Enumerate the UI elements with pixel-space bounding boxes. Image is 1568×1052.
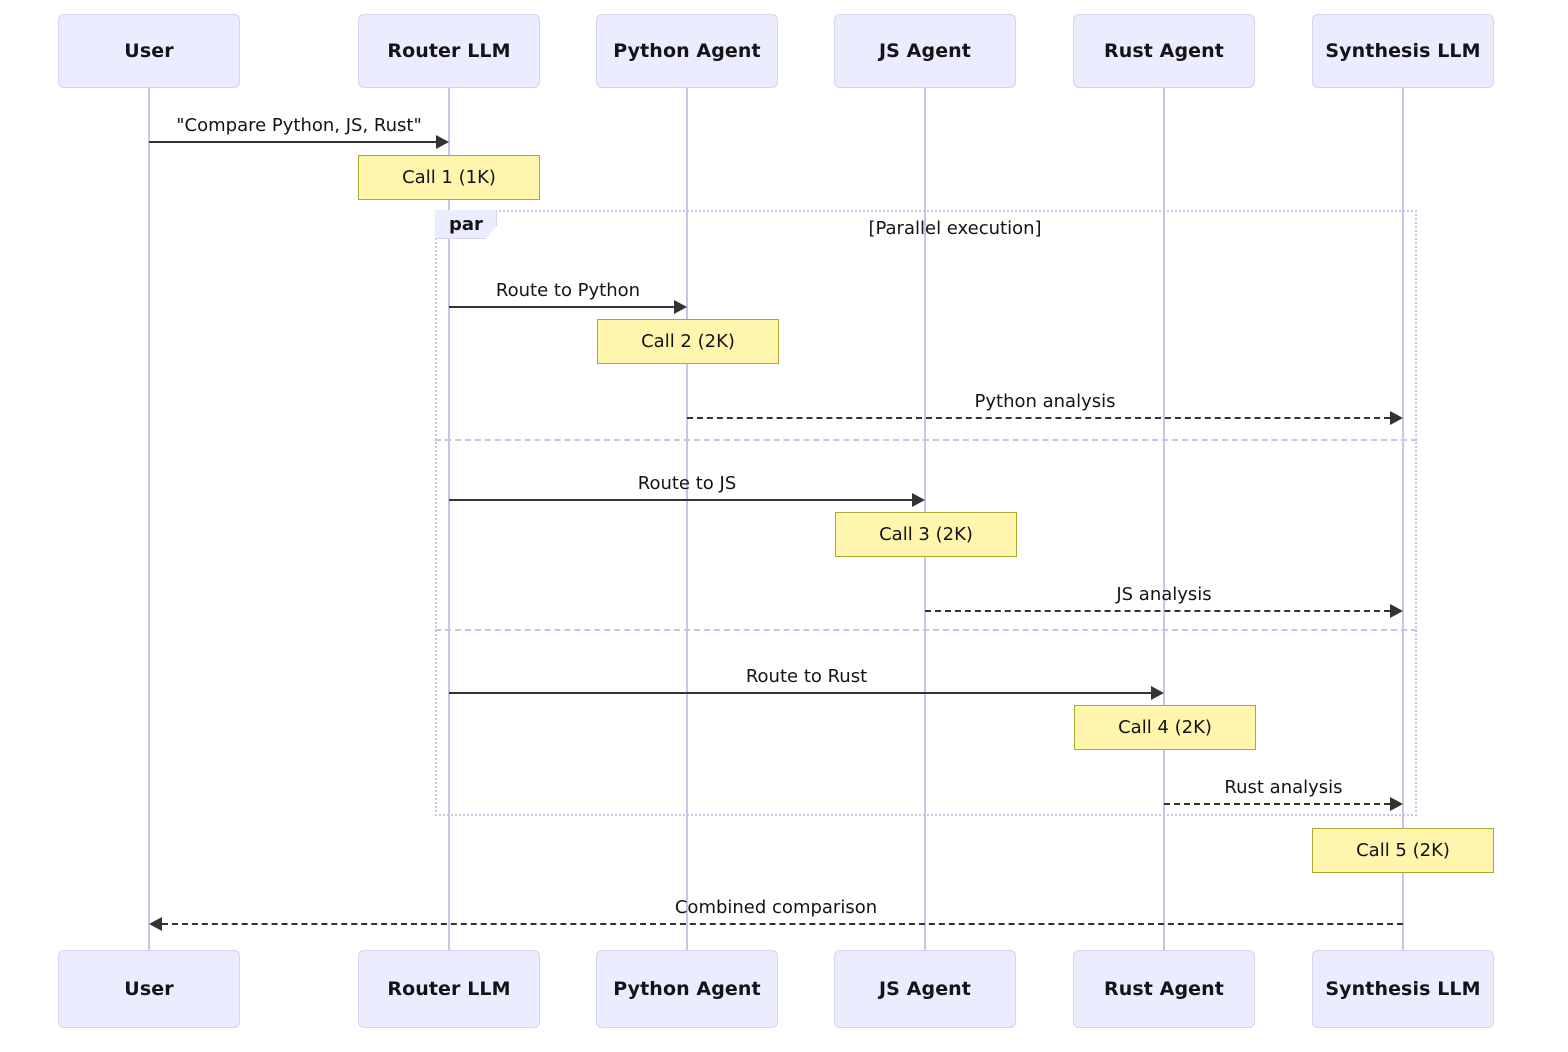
message-label-m8: Combined comparison (674, 897, 878, 918)
message-arrowhead-m1 (436, 135, 449, 149)
message-line-m5 (925, 610, 1390, 612)
par-fragment-keyword: par (449, 213, 483, 235)
participant-box-top-user[interactable]: User (58, 14, 240, 88)
participant-label-synthesis: Synthesis LLM (1325, 978, 1481, 1000)
participant-box-top-python[interactable]: Python Agent (596, 14, 778, 88)
message-arrowhead-m6 (1151, 686, 1164, 700)
message-line-m8 (162, 923, 1403, 925)
lifeline-rust (1163, 88, 1165, 950)
message-label-m1: "Compare Python, JS, Rust" (176, 115, 422, 136)
lifeline-router (448, 88, 450, 950)
note-box-n4[interactable]: Call 4 (2K) (1074, 705, 1256, 750)
message-label-m4: Route to JS (637, 473, 737, 494)
message-arrowhead-m3 (1390, 411, 1403, 425)
note-label-n3: Call 3 (2K) (879, 524, 973, 545)
par-fragment-title: [Parallel execution] (868, 218, 1042, 239)
participant-label-user: User (124, 40, 174, 62)
participant-box-bottom-user[interactable]: User (58, 950, 240, 1028)
participant-label-router: Router LLM (387, 978, 511, 1000)
message-label-m3: Python analysis (974, 391, 1116, 412)
participant-box-bottom-python[interactable]: Python Agent (596, 950, 778, 1028)
message-line-m2 (449, 306, 674, 308)
participant-label-js: JS Agent (879, 978, 971, 1000)
participant-box-bottom-router[interactable]: Router LLM (358, 950, 540, 1028)
par-divider-1 (435, 439, 1417, 441)
message-line-m3 (687, 417, 1390, 419)
note-label-n5: Call 5 (2K) (1356, 840, 1450, 861)
note-box-n2[interactable]: Call 2 (2K) (597, 319, 779, 364)
participant-label-synthesis: Synthesis LLM (1325, 40, 1481, 62)
message-arrowhead-m5 (1390, 604, 1403, 618)
participant-box-bottom-js[interactable]: JS Agent (834, 950, 1016, 1028)
note-label-n1: Call 1 (1K) (402, 167, 496, 188)
participant-label-router: Router LLM (387, 40, 511, 62)
note-label-n4: Call 4 (2K) (1118, 717, 1212, 738)
message-arrowhead-m8 (149, 917, 162, 931)
participant-box-bottom-synthesis[interactable]: Synthesis LLM (1312, 950, 1494, 1028)
participant-box-top-js[interactable]: JS Agent (834, 14, 1016, 88)
lifeline-synthesis (1402, 88, 1404, 950)
participant-label-js: JS Agent (879, 40, 971, 62)
note-box-n3[interactable]: Call 3 (2K) (835, 512, 1017, 557)
message-arrowhead-m2 (674, 300, 687, 314)
participant-box-top-rust[interactable]: Rust Agent (1073, 14, 1255, 88)
par-fragment-tag: par (435, 210, 497, 239)
message-label-m7: Rust analysis (1224, 777, 1343, 798)
participant-box-bottom-rust[interactable]: Rust Agent (1073, 950, 1255, 1028)
lifeline-user (148, 88, 150, 950)
note-label-n2: Call 2 (2K) (641, 331, 735, 352)
note-box-n1[interactable]: Call 1 (1K) (358, 155, 540, 200)
message-line-m6 (449, 692, 1151, 694)
message-arrowhead-m4 (912, 493, 925, 507)
message-arrowhead-m7 (1390, 797, 1403, 811)
message-line-m4 (449, 499, 912, 501)
par-divider-2 (435, 629, 1417, 631)
participant-label-rust: Rust Agent (1104, 978, 1224, 1000)
message-label-m5: JS analysis (1116, 584, 1212, 605)
participant-box-top-router[interactable]: Router LLM (358, 14, 540, 88)
participant-label-user: User (124, 978, 174, 1000)
message-label-m6: Route to Rust (745, 666, 868, 687)
participant-label-python: Python Agent (613, 40, 761, 62)
message-line-m7 (1164, 803, 1390, 805)
message-line-m1 (149, 141, 436, 143)
note-box-n5[interactable]: Call 5 (2K) (1312, 828, 1494, 873)
participant-label-python: Python Agent (613, 978, 761, 1000)
participant-box-top-synthesis[interactable]: Synthesis LLM (1312, 14, 1494, 88)
participant-label-rust: Rust Agent (1104, 40, 1224, 62)
message-label-m2: Route to Python (495, 280, 641, 301)
lifeline-python (686, 88, 688, 950)
